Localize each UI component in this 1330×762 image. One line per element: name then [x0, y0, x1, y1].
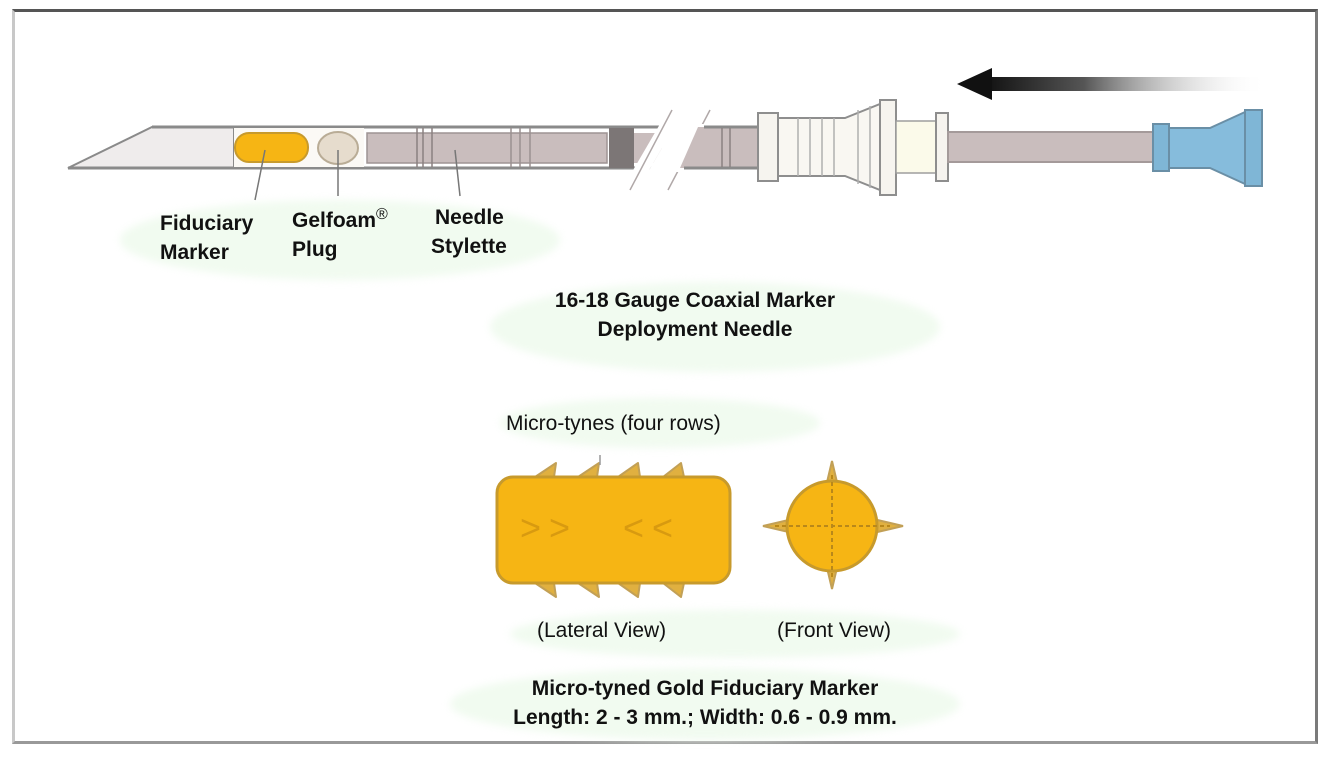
label-fiduciary-marker: Fiduciary Marker	[160, 209, 253, 268]
title-line: 16-18 Gauge Coaxial Marker	[554, 289, 836, 312]
fiduciary-marker-shape	[234, 132, 309, 163]
label-halo	[490, 282, 940, 372]
marker-title: Micro-tyned Gold Fiduciary Marker Length…	[440, 674, 970, 733]
needle-stylette-shape	[366, 128, 662, 168]
leader-line	[454, 149, 461, 197]
leader-line	[254, 149, 266, 201]
needle-hub	[757, 99, 949, 196]
label-line: Gelfoam®	[292, 204, 388, 235]
label-halo	[500, 398, 820, 448]
label-line: Plug	[292, 238, 338, 262]
plunger-handle	[1152, 109, 1263, 187]
label-gelfoam-plug: Gelfoam® Plug	[292, 204, 388, 265]
label-line: Stylette	[431, 235, 507, 259]
marker-dimensions: Length: 2 - 3 mm.; Width: 0.6 - 0.9 mm.	[513, 706, 897, 730]
needle-title: 16-18 Gauge Coaxial Marker Deployment Ne…	[480, 286, 910, 345]
label-micro-tynes: Micro-tynes (four rows)	[506, 412, 721, 435]
marker-lateral-view	[495, 455, 732, 598]
label-line: Fiduciary	[160, 212, 254, 235]
marker-title-line: Micro-tyned Gold Fiduciary Marker	[531, 677, 879, 700]
diagram-frame	[12, 9, 1318, 744]
label-text: Gelfoam	[292, 209, 377, 232]
left-arrow-icon	[957, 68, 1267, 100]
marker-chevrons-left: >>	[520, 507, 578, 548]
label-needle-stylette: Needle Stylette	[431, 203, 507, 262]
marker-front-view	[762, 460, 904, 590]
label-line: Marker	[160, 241, 229, 265]
label-halo	[510, 610, 960, 658]
shaft-break	[629, 109, 760, 191]
label-line: Needle	[435, 206, 504, 229]
label-lateral-view: (Lateral View)	[537, 619, 667, 642]
registered-mark: ®	[376, 206, 388, 223]
label-halo	[120, 200, 560, 280]
title-line: Deployment Needle	[597, 318, 793, 342]
label-halo	[450, 668, 960, 740]
marker-chevrons-right: <<	[623, 507, 681, 548]
label-front-view: (Front View)	[777, 619, 891, 642]
plunger-rod	[947, 131, 1154, 163]
